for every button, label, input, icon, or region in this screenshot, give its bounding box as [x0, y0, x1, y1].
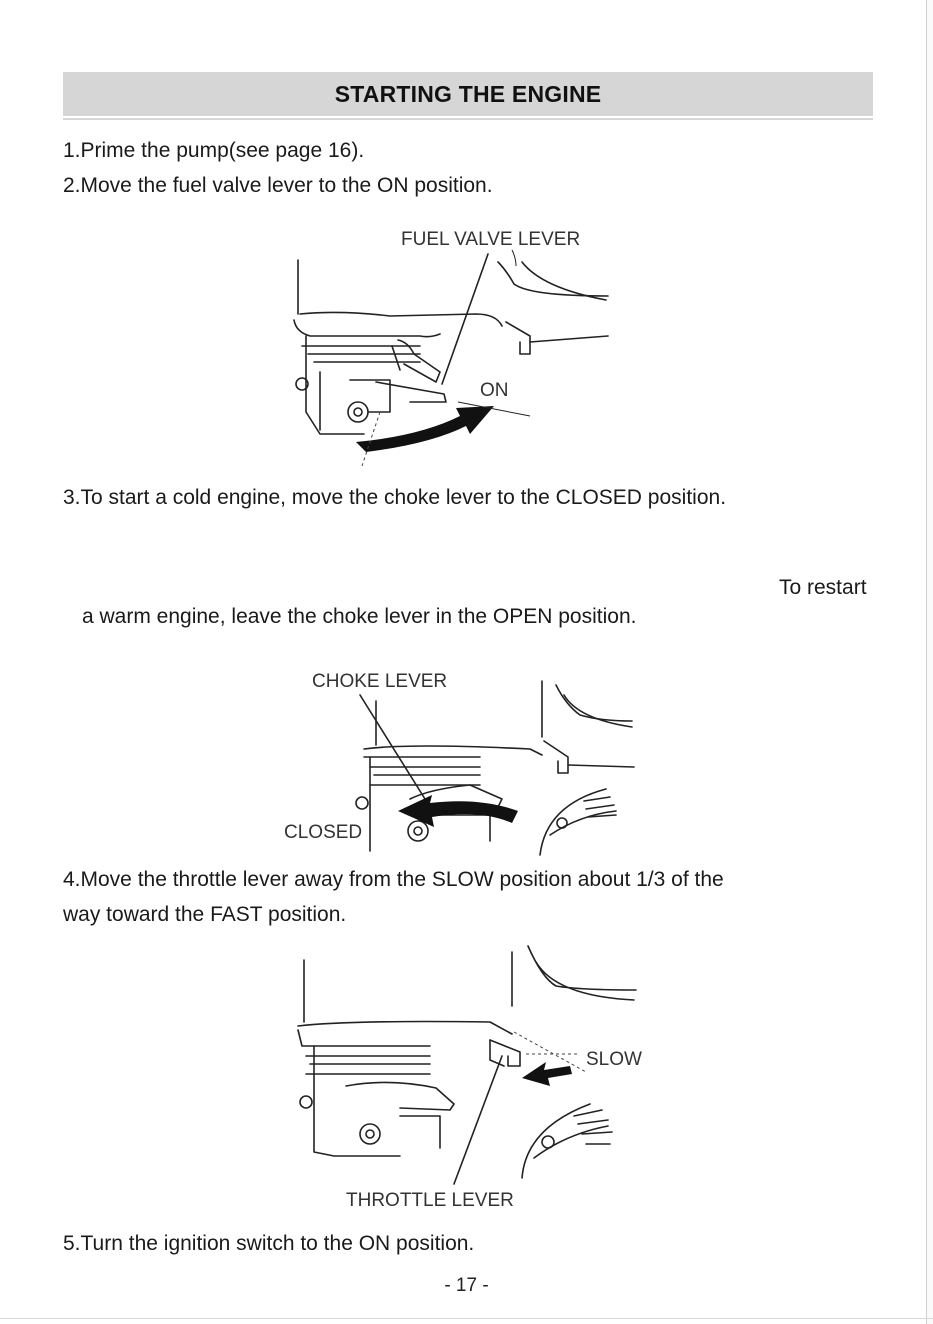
closed-label: CLOSED: [284, 822, 362, 843]
choke-lever-label: CHOKE LEVER: [312, 671, 447, 692]
step-4: 4.Move the throttle lever away from the …: [63, 868, 724, 891]
page-bottom-rule: [0, 1318, 933, 1319]
step-3: 3.To start a cold engine, move the choke…: [63, 486, 727, 509]
throttle-lever-label: THROTTLE LEVER: [346, 1190, 514, 1211]
step-3-warm-engine: a warm engine, leave the choke lever in …: [82, 605, 637, 628]
section-title: STARTING THE ENGINE: [63, 72, 873, 116]
fuel-valve-figure: FUEL VALVE LEVER ON: [280, 222, 620, 467]
slow-label: SLOW: [586, 1049, 642, 1070]
page-edge: [926, 0, 933, 1324]
step-3-continued: To restart: [779, 576, 867, 599]
step-5: 5.Turn the ignition switch to the ON pos…: [63, 1232, 475, 1255]
step-1: 1.Prime the pump(see page 16).: [63, 139, 365, 162]
throttle-lever-figure: SLOW THROTTLE LEVER: [290, 938, 670, 1213]
page-number: - 17 -: [444, 1275, 489, 1296]
step-4-continued: way toward the FAST position.: [63, 903, 347, 926]
title-underline: [63, 118, 873, 120]
choke-lever-figure: CHOKE LEVER CLOSED: [280, 665, 640, 865]
step-2: 2.Move the fuel valve lever to the ON po…: [63, 174, 493, 197]
on-label: ON: [480, 380, 509, 401]
fuel-valve-lever-label: FUEL VALVE LEVER: [401, 229, 580, 250]
